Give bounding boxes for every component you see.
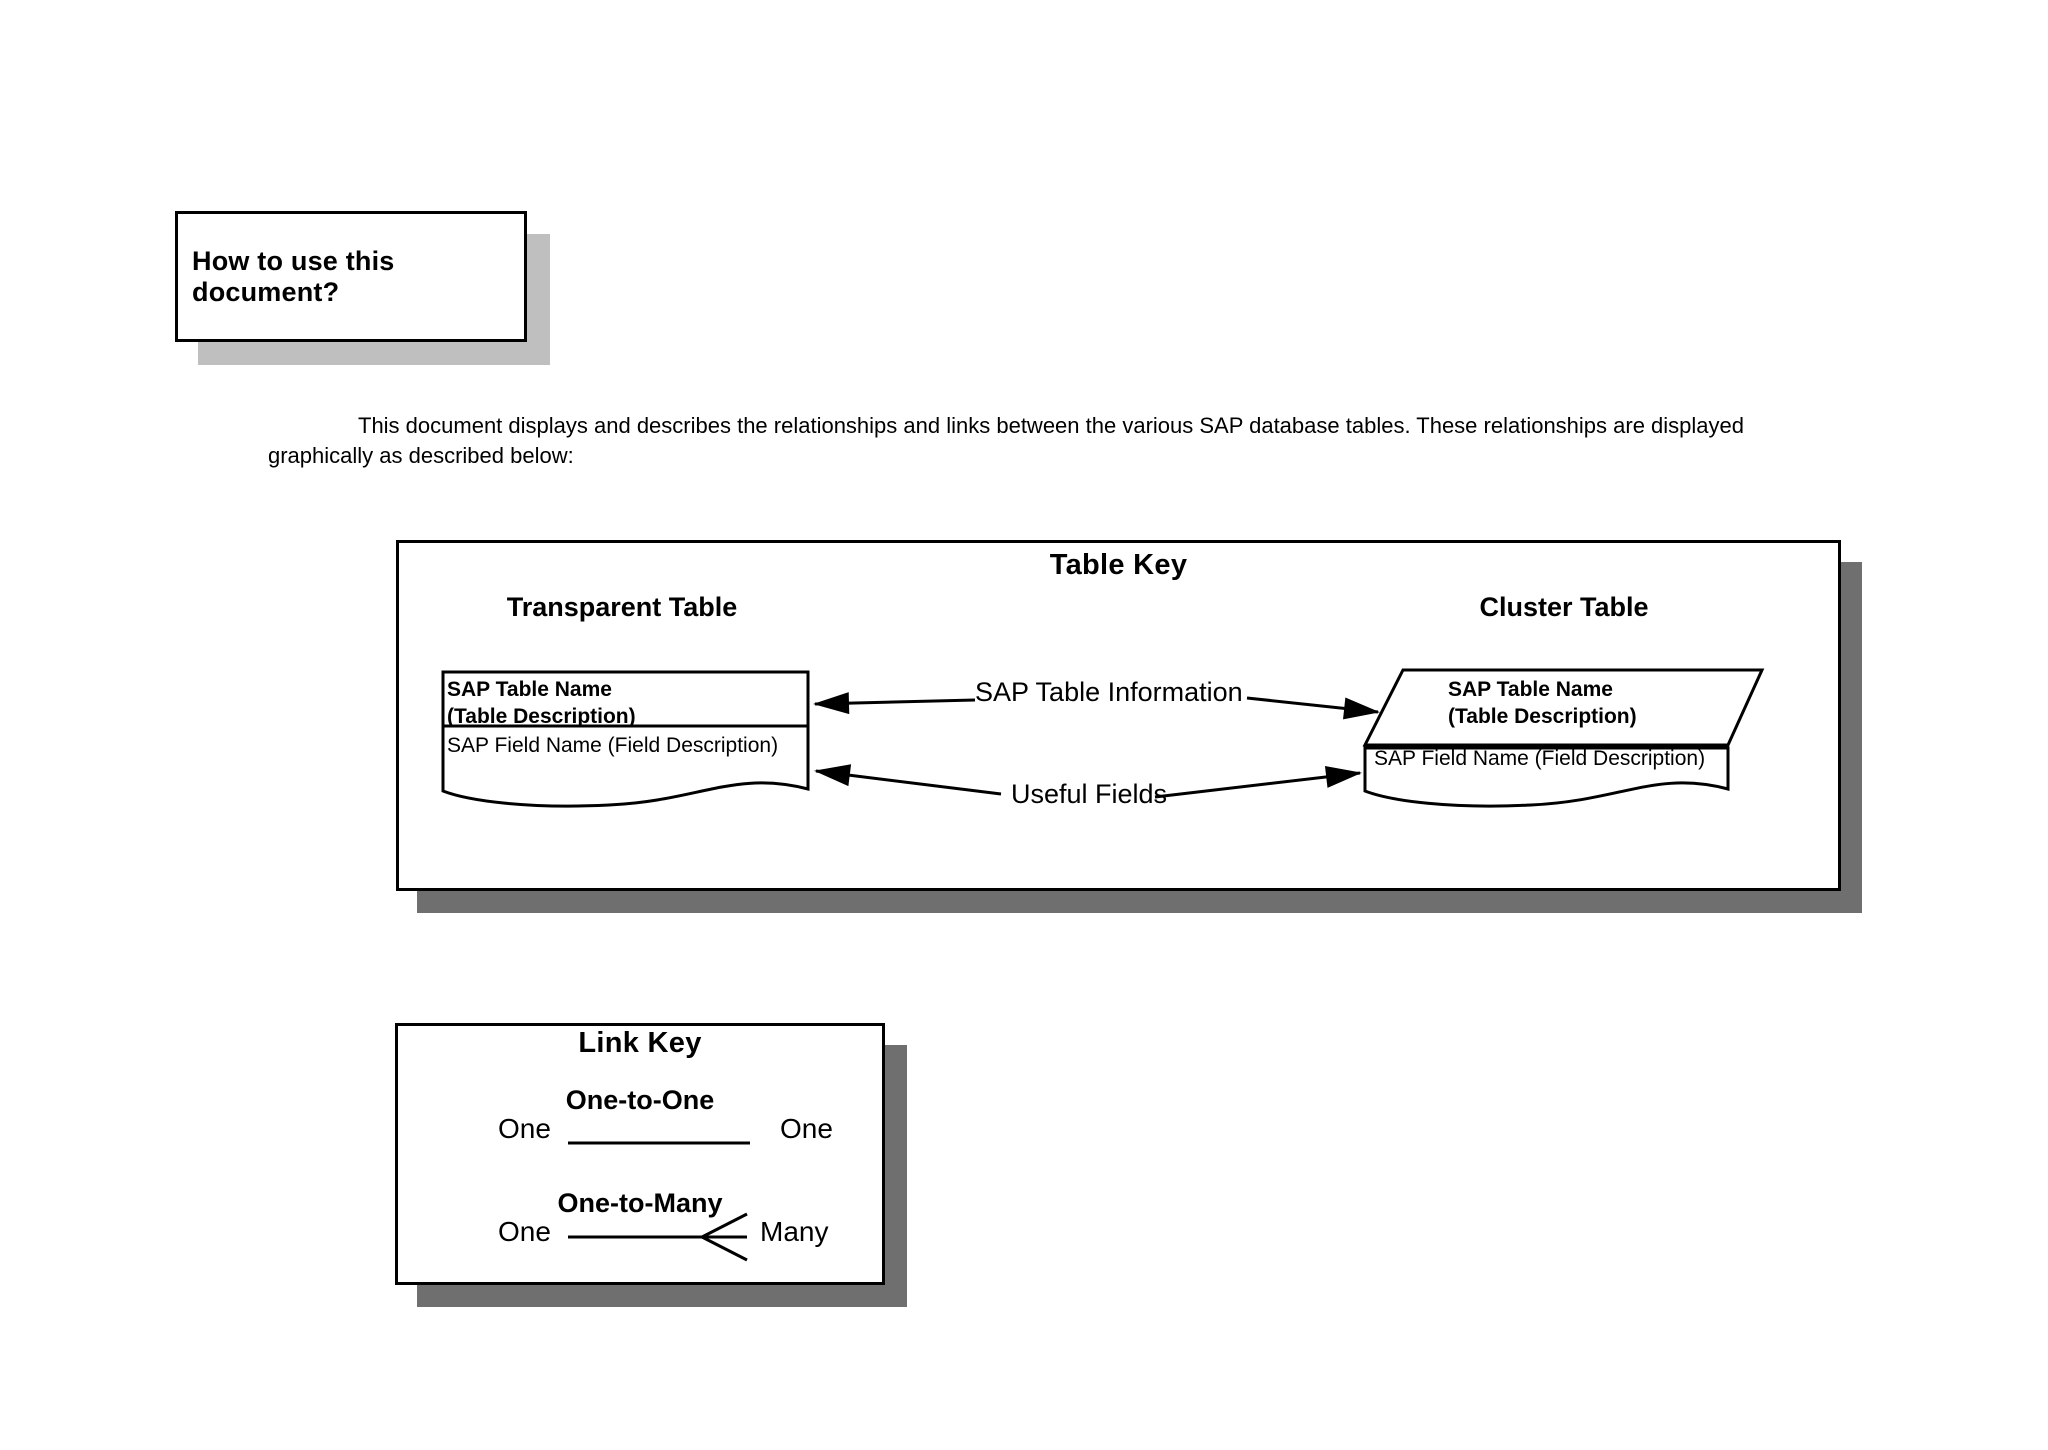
transparent-table-field-text: SAP Field Name (Field Description) — [447, 734, 779, 757]
intro-paragraph: This document displays and describes the… — [268, 413, 1745, 468]
one-to-many-right-text: Many — [760, 1216, 829, 1247]
cluster-table-field-text: SAP Field Name (Field Description) — [1374, 747, 1706, 770]
howto-title: How to use this document? — [192, 245, 395, 307]
arrow-label-table-info: SAP Table Information — [975, 677, 1243, 707]
link-key-diagram — [568, 1141, 750, 1262]
table-key-box: Table Key Transparent Table Cluster Tabl… — [396, 540, 1841, 891]
one-to-one-right-text: One — [780, 1113, 833, 1144]
crows-foot — [701, 1212, 748, 1262]
cluster-table-label: Cluster Table — [1479, 592, 1649, 622]
transparent-table-name: SAP Table Name — [447, 678, 612, 701]
one-to-one-left-text: One — [498, 1113, 551, 1144]
table-key-diagram — [441, 668, 1765, 808]
one-to-one-label: One-to-One — [565, 1085, 715, 1115]
transparent-table-body-shape — [441, 724, 810, 808]
arrow-table-info-right — [1246, 696, 1380, 720]
link-key-box: Link Key One-to-One One One One-to-Many … — [395, 1023, 885, 1285]
cluster-table-body-shape — [1363, 746, 1730, 808]
cluster-table-name: SAP Table Name — [1448, 678, 1613, 701]
arrow-useful-fields-right — [1154, 766, 1362, 799]
transparent-table-header-text: SAP Table Name (Table Description) — [447, 676, 636, 730]
transparent-table-label: Transparent Table — [506, 592, 738, 622]
howto-box: How to use this document? — [175, 211, 527, 342]
cluster-table-description: (Table Description) — [1448, 705, 1637, 728]
arrow-table-info-left — [813, 692, 976, 715]
one-to-many-label: One-to-Many — [557, 1188, 723, 1218]
arrow-label-useful-fields: Useful Fields — [1011, 779, 1168, 809]
transparent-table-description: (Table Description) — [447, 705, 636, 728]
arrow-useful-fields-left — [814, 764, 1002, 796]
cluster-table-header-shape — [1362, 668, 1765, 747]
link-key-title: Link Key — [578, 1027, 702, 1059]
cluster-table-header-text: SAP Table Name (Table Description) — [1448, 676, 1637, 730]
table-key-title: Table Key — [1049, 549, 1188, 581]
one-to-many-left-text: One — [498, 1216, 551, 1247]
